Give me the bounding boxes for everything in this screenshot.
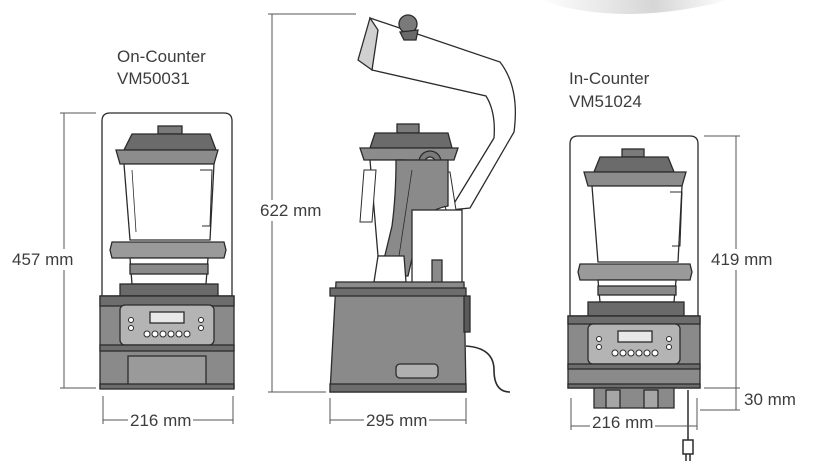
in-counter-blender-drawing [567,135,701,409]
in-counter-keypad-button [627,349,635,357]
in-counter-lid [593,156,675,173]
in-counter-model-label: VM51024 [567,91,644,112]
on-counter-width-label: 216 mm [128,410,194,431]
in-counter-jar-band [577,263,693,281]
on-counter-lid [122,133,217,151]
side-view-blender-drawing [329,14,517,393]
decorative-swoosh [540,0,730,14]
on-counter-name-label: On-Counter [115,46,208,67]
in-counter-power-cord [682,390,694,461]
in-counter-jar [591,185,683,263]
on-counter-panel-knob [198,317,204,323]
on-counter-keypad-button [167,330,175,338]
on-counter-height-label: 457 mm [10,249,76,270]
in-counter-keypad-button [643,349,651,357]
in-counter-keypad-button [611,349,619,357]
on-counter-jar [123,163,215,241]
side-view-open-cover [369,17,517,211]
in-counter-keypad-button [651,349,659,357]
in-counter-control-panel [587,323,681,365]
side-view-height-label: 622 mm [258,200,324,221]
on-counter-blender-drawing [99,112,235,390]
on-counter-jar-band [109,241,227,259]
in-counter-height-label: 419 mm [709,249,775,270]
on-counter-display [149,311,185,324]
side-view-power-cord [465,345,511,393]
on-counter-panel-knob [198,325,204,331]
on-counter-panel-knob [128,317,134,323]
in-counter-panel-knob [666,344,672,350]
on-counter-keypad-button [183,330,191,338]
on-counter-keypad-button [175,330,183,338]
on-counter-keypad-button [151,330,159,338]
on-counter-lid-knob [157,125,183,135]
in-counter-keypad-button [619,349,627,357]
in-counter-width-label: 216 mm [590,412,656,433]
on-counter-panel-knob [128,325,134,331]
on-counter-control-panel [119,304,215,346]
in-counter-panel-knob [666,336,672,342]
on-counter-keypad-button [143,330,151,338]
side-view-lid [369,132,453,149]
in-counter-depth-below-label: 30 mm [742,389,798,410]
side-view-depth-label: 295 mm [364,410,430,431]
on-counter-keypad-button [159,330,167,338]
on-counter-model-label: VM50031 [115,68,192,89]
in-counter-panel-knob [596,336,602,342]
in-counter-keypad-button [635,349,643,357]
in-counter-panel-knob [596,344,602,350]
in-counter-name-label: In-Counter [567,68,652,89]
in-counter-display [617,330,653,343]
